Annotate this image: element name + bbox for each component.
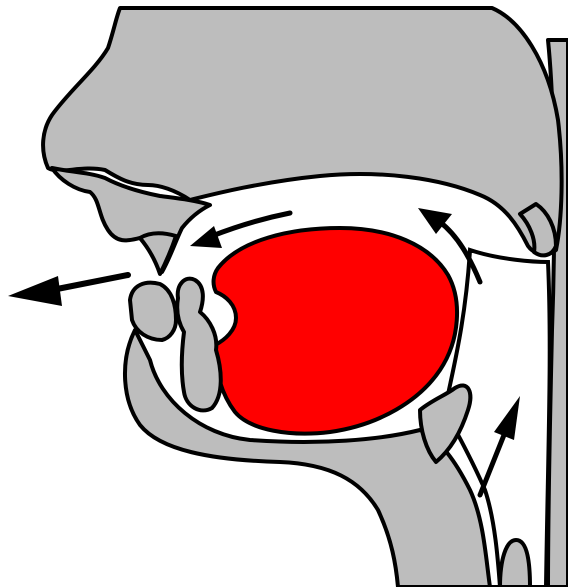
upper-incisor	[140, 233, 176, 274]
lower-teeth	[177, 279, 221, 411]
tongue	[214, 228, 457, 434]
lower-lip	[130, 283, 176, 340]
airflow-arrow-exiting-mouth	[8, 275, 128, 306]
epiglottis	[420, 385, 470, 462]
